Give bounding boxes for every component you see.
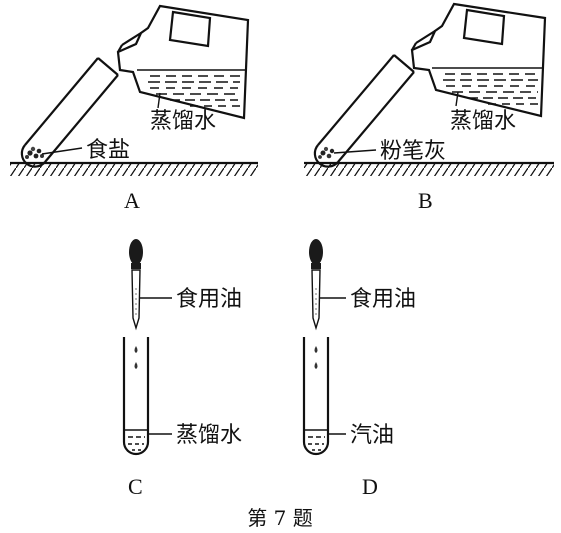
- panel-letter-d: D: [362, 474, 378, 499]
- dropper-label-c: 食用油: [176, 287, 242, 312]
- test-tube-a: [20, 57, 119, 168]
- chalk-leader-b: [333, 149, 377, 154]
- bottle-b: [410, 2, 547, 118]
- solute-label-b: 粉笔灰: [380, 139, 446, 164]
- panel-letter-c: C: [128, 474, 143, 499]
- panel-a: 食盐 蒸馏水 A: [10, 4, 258, 213]
- liquid-label-b: 蒸馏水: [450, 109, 516, 134]
- panel-b: 粉笔灰 蒸馏水 B: [304, 2, 554, 213]
- dropper-label-d: 食用油: [350, 287, 416, 312]
- chalk-powder-b: [318, 146, 335, 159]
- tube-label-d: 汽油: [350, 423, 394, 448]
- panel-letter-b: B: [418, 188, 433, 213]
- liquid-label-a: 蒸馏水: [150, 109, 216, 134]
- figure-caption: 第 7 题: [247, 506, 312, 530]
- salt-leader-a: [41, 147, 83, 155]
- test-tube-b: [313, 54, 415, 168]
- dropper-d: [309, 239, 323, 331]
- panel-c: 食用油 蒸馏水 C: [122, 239, 242, 499]
- tube-label-c: 蒸馏水: [176, 423, 242, 448]
- panel-letter-a: A: [124, 188, 140, 213]
- solute-label-a: 食盐: [86, 138, 130, 163]
- test-tube-c: [122, 337, 150, 456]
- ground-hatch-b: [304, 164, 554, 176]
- dropper-c: [129, 239, 143, 331]
- ground-hatch-a: [10, 164, 258, 176]
- panel-d: 食用油 汽油 D: [302, 239, 416, 499]
- liquid-leader-a: [157, 92, 161, 109]
- salt-grains-a: [25, 146, 44, 159]
- test-tube-d: [302, 337, 330, 456]
- liquid-leader-b: [455, 91, 459, 107]
- bottle-a: [116, 4, 250, 120]
